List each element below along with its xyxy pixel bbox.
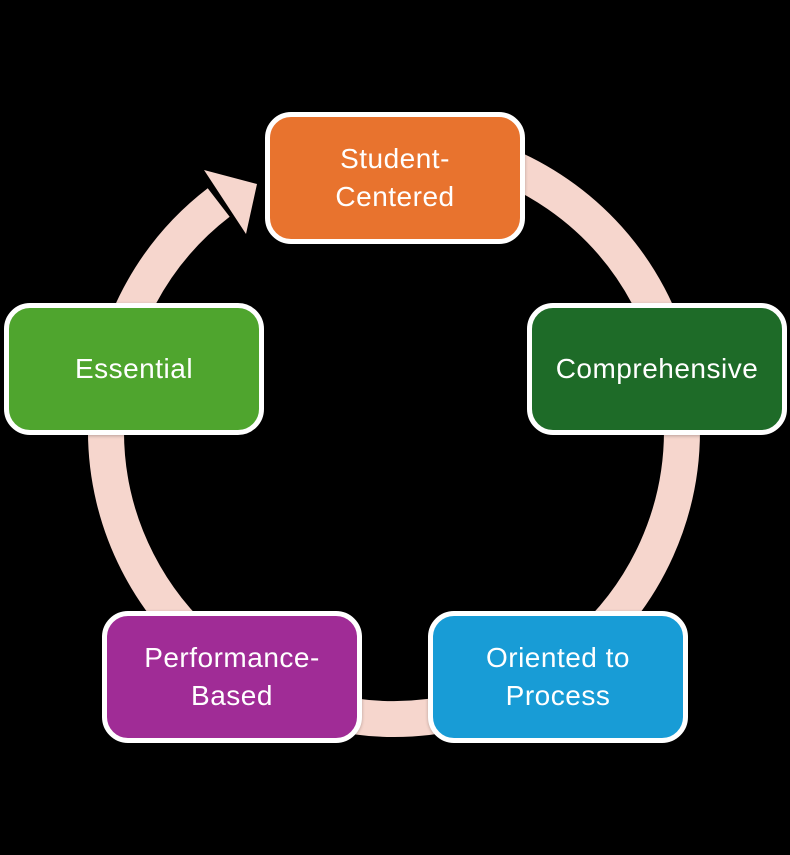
node-performance-based: Performance- Based [102,611,362,743]
label-line: Process [505,680,611,711]
node-label: Student- Centered [335,140,454,216]
label-line: Essential [74,353,194,384]
label-line: Oriented to [485,642,631,673]
node-comprehensive: Comprehensive [527,303,787,435]
node-label: Oriented to Process [486,639,630,715]
node-label: Performance- Based [144,639,320,715]
arrow-head-icon [204,170,257,234]
node-label: Essential [75,350,193,388]
label-line: Comprehensive [555,353,759,384]
node-label: Comprehensive [556,350,759,388]
label-line: Centered [335,181,455,212]
node-oriented-to-process: Oriented to Process [428,611,688,743]
node-student-centered: Student- Centered [265,112,525,244]
label-line: Student- [340,143,450,174]
label-line: Performance- [144,642,320,673]
node-essential: Essential [4,303,264,435]
label-line: Based [191,680,273,711]
